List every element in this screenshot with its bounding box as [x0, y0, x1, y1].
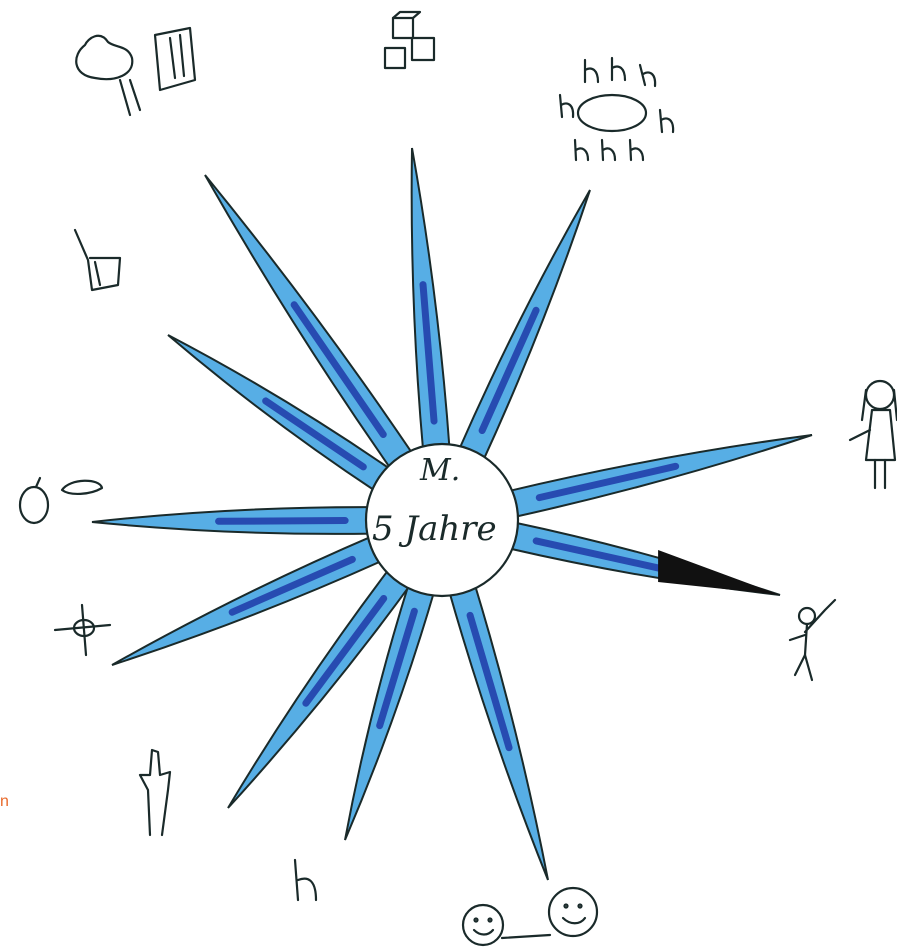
building-icon [155, 28, 195, 90]
child-figure-icon [790, 600, 835, 680]
sun-ray [458, 190, 590, 463]
chair-icon [75, 230, 120, 290]
smiley-faces-icon [463, 888, 597, 945]
sun-ray-shading [266, 401, 364, 467]
blocks-icon [385, 12, 434, 68]
center-label-line1: M. [419, 453, 460, 488]
girl-figure-icon [850, 381, 897, 488]
people-circle-icon [560, 58, 673, 160]
margin-mark: n [0, 793, 9, 810]
cross-icon [55, 605, 110, 655]
center-label-line2: 5 Jahre [372, 509, 497, 549]
hat-icon [62, 481, 102, 494]
sun-ray [449, 582, 548, 880]
sun-ray [506, 435, 812, 517]
sun-ray-shading [232, 559, 352, 612]
apple-icon [20, 478, 48, 523]
cloud-icon [76, 36, 140, 115]
sun-ray-shading [306, 598, 384, 703]
sun-ray-shading [219, 521, 346, 522]
sun-ray-shading [482, 310, 536, 430]
hand-icon [140, 750, 170, 835]
bench-icon [295, 860, 316, 900]
